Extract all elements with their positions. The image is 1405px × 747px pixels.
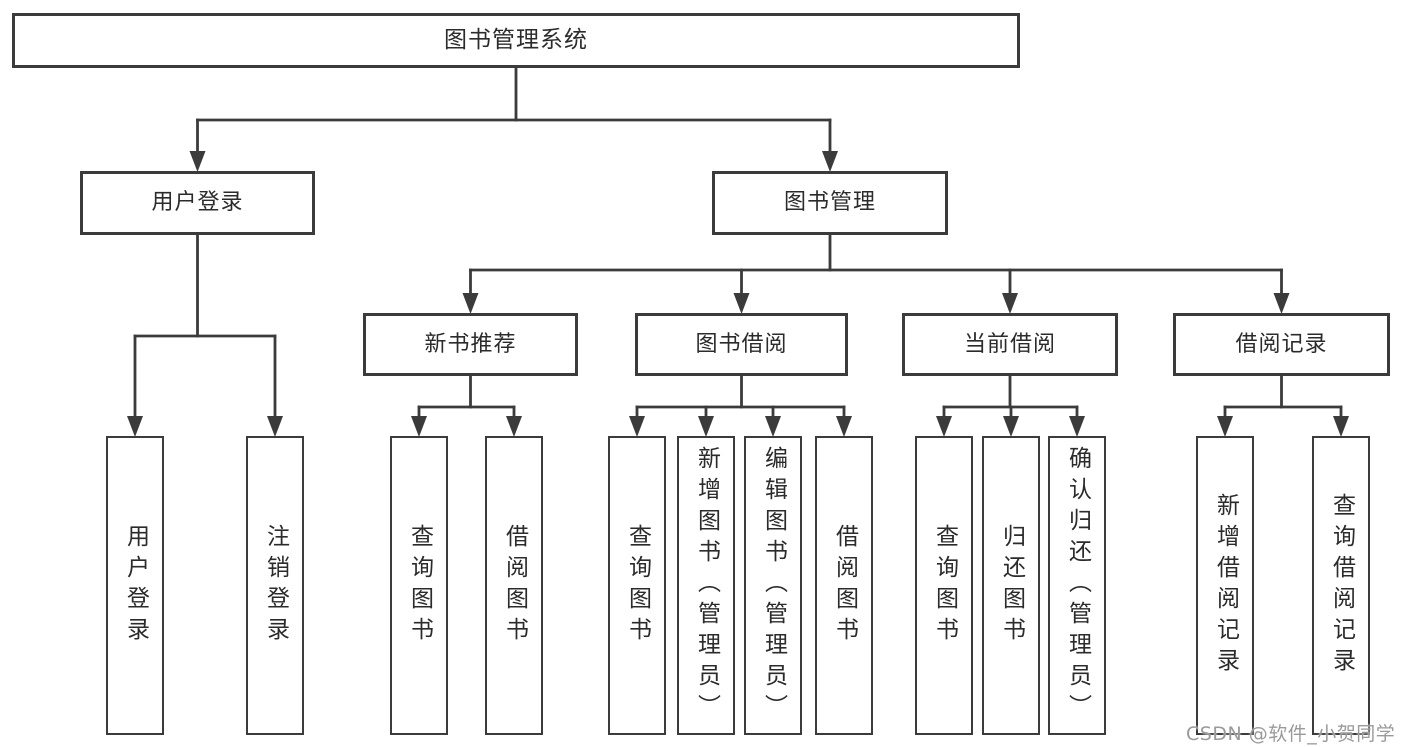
node-book-management: 图书管理 xyxy=(712,171,948,235)
leaf-add-borrow-record: 新增借阅记录 xyxy=(1196,436,1254,735)
node-label: 新书推荐 xyxy=(424,331,517,357)
leaf-label: 借阅图书 xyxy=(831,523,858,648)
leaf-label: 归还图书 xyxy=(998,523,1025,648)
watermark-text: CSDN @软件_小贺同学 xyxy=(1186,723,1396,745)
leaf-return-books: 归还图书 xyxy=(982,436,1040,735)
node-user-login: 用户登录 xyxy=(80,171,315,235)
leaf-label: 查询图书 xyxy=(624,523,651,648)
node-label: 用户登录 xyxy=(151,190,244,215)
leaf-label: 新增图书（管理员） xyxy=(693,446,720,725)
leaf-query-books-borrow: 查询图书 xyxy=(608,436,666,735)
leaf-add-books-admin: 新增图书（管理员） xyxy=(677,436,735,735)
leaf-label: 借阅图书 xyxy=(501,523,528,648)
node-label: 图书借阅 xyxy=(695,331,788,357)
leaf-confirm-return-admin: 确认归还（管理员） xyxy=(1048,436,1106,735)
leaf-label: 确认归还（管理员） xyxy=(1064,446,1091,725)
leaf-label: 用户登录 xyxy=(122,523,149,648)
leaf-label: 注销登录 xyxy=(262,523,289,648)
leaf-logout: 注销登录 xyxy=(246,436,304,735)
leaf-user-login: 用户登录 xyxy=(106,436,164,735)
leaf-label: 查询图书 xyxy=(931,523,958,648)
node-book-borrow: 图书借阅 xyxy=(635,313,848,376)
node-new-book-recommend: 新书推荐 xyxy=(363,313,578,376)
leaf-edit-books-admin: 编辑图书（管理员） xyxy=(744,436,802,735)
node-current-borrow: 当前借阅 xyxy=(902,313,1118,376)
node-borrow-records: 借阅记录 xyxy=(1173,313,1390,376)
leaf-query-books-recommend: 查询图书 xyxy=(390,436,448,735)
node-label: 当前借阅 xyxy=(963,331,1056,357)
leaf-borrow-books: 借阅图书 xyxy=(815,436,873,735)
node-root-system: 图书管理系统 xyxy=(12,13,1020,68)
leaf-borrow-books-recommend: 借阅图书 xyxy=(485,436,543,735)
leaf-label: 查询借阅记录 xyxy=(1328,492,1355,679)
leaf-label: 查询图书 xyxy=(406,523,433,648)
leaf-label: 编辑图书（管理员） xyxy=(760,446,787,725)
leaf-query-books-current: 查询图书 xyxy=(915,436,973,735)
leaf-label: 新增借阅记录 xyxy=(1212,492,1239,679)
node-label: 图书管理 xyxy=(783,190,876,215)
node-root-label: 图书管理系统 xyxy=(444,27,588,53)
leaf-query-borrow-record: 查询借阅记录 xyxy=(1312,436,1370,735)
node-label: 借阅记录 xyxy=(1235,331,1328,357)
